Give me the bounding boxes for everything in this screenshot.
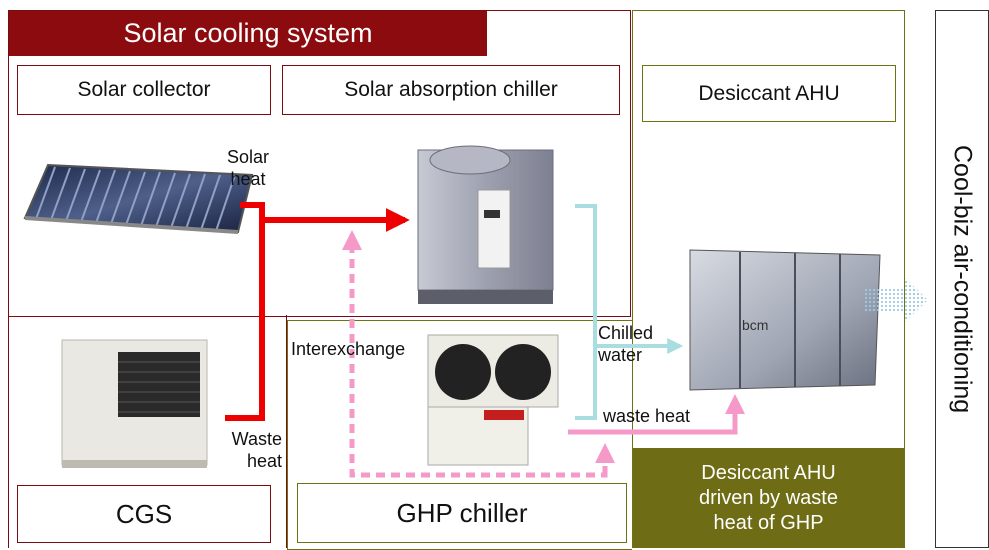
ahu-brand-label: bcm xyxy=(742,317,768,333)
chilled-water-line-2: water xyxy=(598,345,643,365)
solar-cooling-frame xyxy=(8,10,631,317)
ghp-waste-heat-label: waste heat xyxy=(603,406,691,426)
left-frame-lower xyxy=(8,315,287,548)
solar-collector-image xyxy=(23,163,254,234)
banner-line-3: heat of GHP xyxy=(713,511,824,534)
banner-line-2: driven by waste xyxy=(699,486,838,509)
waste-heat-line-1: Waste xyxy=(231,429,282,449)
desiccant-ahu-image xyxy=(689,249,881,391)
outflow-arrow xyxy=(865,278,928,322)
interexchange-flow xyxy=(342,230,615,478)
solar-collector-box: Solar collector xyxy=(17,65,271,115)
waste-heat-line-2: heat xyxy=(246,451,282,471)
chilled-water-label: Chilled water xyxy=(598,322,653,366)
desiccant-ahu-box: Desiccant AHU xyxy=(642,65,896,122)
solar-heat-label: Solar heat xyxy=(218,146,278,190)
cgs-unit-image xyxy=(61,339,208,468)
ghp-waste-heat-flow xyxy=(568,394,745,435)
page-title: Solar cooling system xyxy=(9,11,487,56)
ghp-chiller-image xyxy=(427,334,559,466)
solar-heat-line-1: Solar xyxy=(226,147,270,167)
absorption-chiller-image xyxy=(417,145,554,304)
heat-flow-red xyxy=(225,202,410,421)
side-label: Cool-biz air-conditioning xyxy=(948,144,977,414)
solar-heat-line-2: heat xyxy=(230,169,266,189)
chilled-water-flow xyxy=(575,204,684,420)
absorption-chiller-box: Solar absorption chiller xyxy=(282,65,620,115)
interexchange-label: Interexchange xyxy=(291,339,406,359)
cgs-box: CGS xyxy=(17,485,271,543)
chilled-water-line-1: Chilled xyxy=(598,323,654,343)
desiccant-ghp-banner: Desiccant AHU driven by waste heat of GH… xyxy=(633,448,904,548)
waste-heat-label: Waste heat xyxy=(210,428,282,472)
ghp-chiller-box: GHP chiller xyxy=(297,483,627,543)
banner-line-1: Desiccant AHU xyxy=(701,461,836,484)
